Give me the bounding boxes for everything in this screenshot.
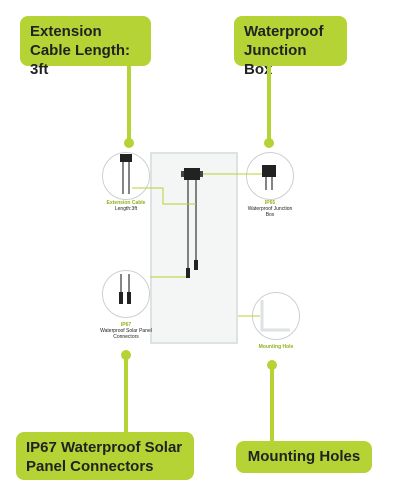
connectors-callout: IP67 Waterproof Solar Panel Connectors bbox=[16, 432, 194, 480]
junction-box-callout: Waterproof Junction Box bbox=[234, 16, 347, 78]
solar-panel bbox=[150, 152, 238, 344]
extension-zoom-label: Extension Cable Length:3ft bbox=[106, 200, 146, 212]
connector-plug-icon bbox=[119, 292, 123, 304]
junction-box-zoom-icon bbox=[262, 165, 276, 177]
mounting-holes-callout: Mounting Holes bbox=[236, 441, 372, 473]
connectors-leader-dot bbox=[121, 350, 131, 360]
extension-cable-leader bbox=[127, 66, 131, 140]
junction-zoom-label: IP65 Waterproof Junction Box bbox=[247, 200, 293, 218]
extension-cable-leader-dot bbox=[124, 138, 134, 148]
mounting-holes-leader-dot bbox=[267, 360, 277, 370]
extension-cable-plug-icon bbox=[120, 154, 132, 162]
mounting-zoom-label: Mounting Hole bbox=[258, 344, 294, 350]
mounting-frame-icon bbox=[260, 300, 290, 332]
junction-box-leader bbox=[267, 66, 271, 140]
connectors-zoom bbox=[102, 270, 150, 318]
extension-cable-callout: Extension Cable Length: 3ft bbox=[20, 16, 151, 78]
junction-box-leader-dot bbox=[264, 138, 274, 148]
junction-box-icon bbox=[184, 168, 200, 180]
mounting-holes-leader bbox=[270, 366, 274, 441]
connectors-zoom-label: IP67 Waterproof Solar Panel Connectors bbox=[100, 322, 152, 340]
connectors-leader bbox=[124, 356, 128, 432]
